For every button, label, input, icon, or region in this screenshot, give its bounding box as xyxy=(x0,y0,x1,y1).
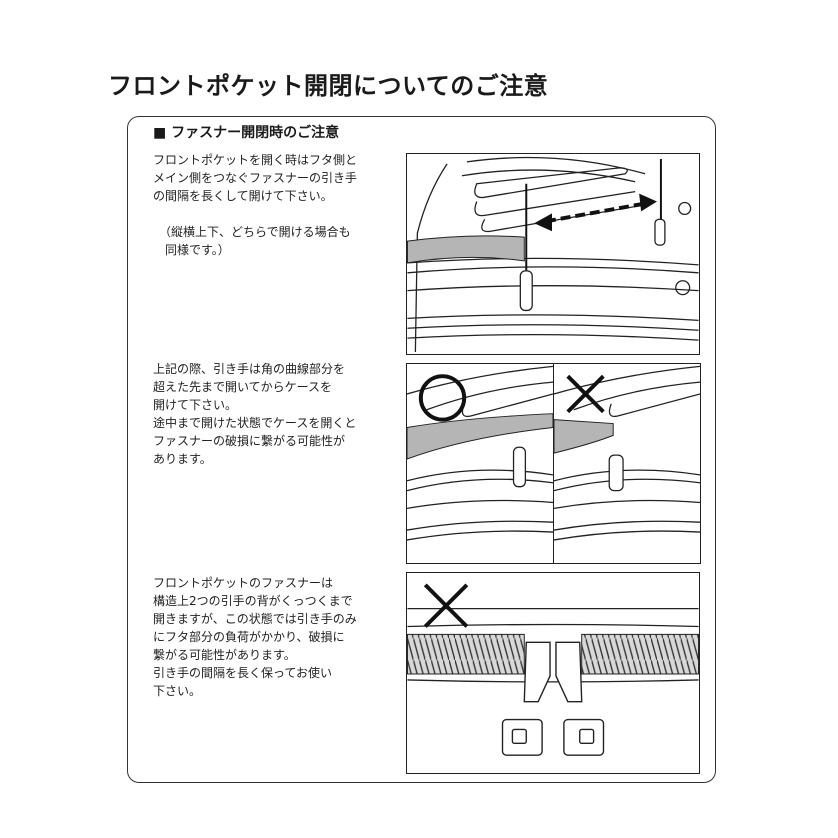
cross-ng-icon xyxy=(423,583,469,628)
text-line: メイン側をつなぐファスナーの引き手 xyxy=(153,171,358,185)
text-line: あります。 xyxy=(153,452,212,466)
arrow-icon xyxy=(534,193,657,232)
page-title: フロントポケット開閉についてのご注意 xyxy=(108,72,549,100)
section-1-text: フロントポケットを開く時はフタ側と メイン側をつなぐファスナーの引き手 の間隔を… xyxy=(153,151,357,259)
note-line: 同様です。） xyxy=(165,243,230,257)
cross-ng-icon xyxy=(566,374,605,414)
section-3-text: フロントポケットのファスナーは 構造上2つの引手の背がくっつくまで 開きますが、… xyxy=(153,574,357,700)
illustration-correct xyxy=(406,363,554,564)
illustration-wrong-pulls-together xyxy=(406,572,700,774)
text-line: にフタ部分の負荷がかかり、破損に xyxy=(153,630,345,644)
text-line: ファスナーの破損に繋がる可能性が xyxy=(153,434,346,448)
text-line: 開きますが、この状態では引き手のみ xyxy=(153,612,357,626)
text-line: 下さい。 xyxy=(153,684,202,698)
illustration-zipper-pulls-apart xyxy=(406,153,700,355)
suitcase-corner-drawing xyxy=(407,365,553,541)
text-line: 繋がる可能性があります。 xyxy=(153,648,296,662)
suitcase-corner-drawing xyxy=(554,365,700,541)
zipper-closeup-drawing xyxy=(407,583,699,756)
text-line: 引き手の間隔を長く保ってお使い xyxy=(153,666,333,680)
text-line: フロントポケットを開く時はフタ側と xyxy=(153,153,358,167)
suitcase-zipper-drawing xyxy=(407,156,699,353)
text-line: 開けて下さい。 xyxy=(153,398,238,412)
text-line: 途中まで開けた状態でケースを開くと xyxy=(153,416,357,430)
section-2-text: 上記の際、引き手は角の曲線部分を 超えた先まで開いてからケースを 開けて下さい。… xyxy=(153,360,356,468)
note-line: （縦横上下、どちらで開ける場合も xyxy=(159,225,351,239)
illustration-wrong-corner xyxy=(553,363,701,564)
zipper-pulls xyxy=(501,641,605,756)
section-1-note: （縦横上下、どちらで開ける場合も 同様です。） xyxy=(153,223,357,259)
text-line: 上記の際、引き手は角の曲線部分を xyxy=(153,362,346,376)
text-line: フロントポケットのファスナーは xyxy=(153,576,334,590)
text-line: 構造上2つの引手の背がくっつくまで xyxy=(153,594,353,608)
card-heading: ■ ファスナー開閉時のご注意 xyxy=(153,125,340,141)
circle-ok-icon xyxy=(418,374,467,422)
caution-card xyxy=(127,116,716,783)
text-line: 超えた先まで開いてからケースを xyxy=(153,380,333,394)
text-line: の間隔を長くして開けて下さい。 xyxy=(153,189,333,203)
